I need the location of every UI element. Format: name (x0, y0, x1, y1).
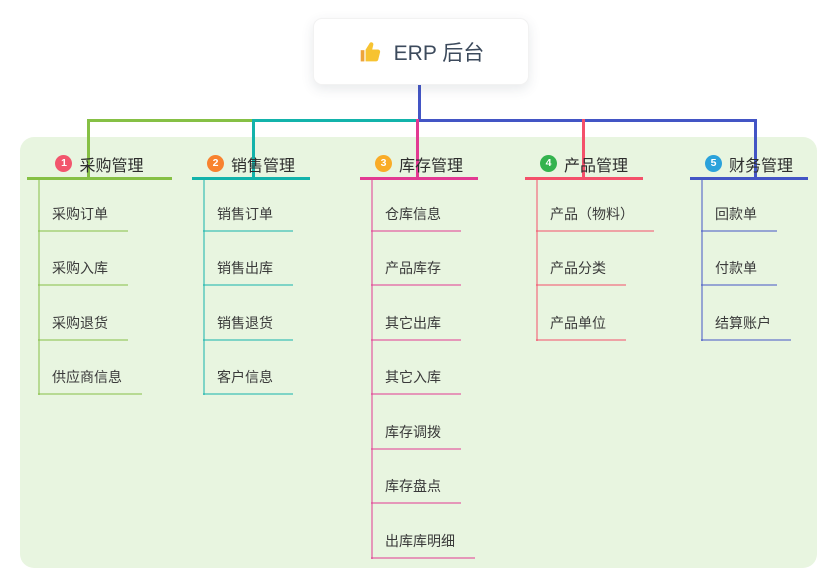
branch-header-1[interactable]: 1 采购管理 (27, 150, 172, 180)
branch-children: 采购订单采购入库采购退货供应商信息 (38, 177, 142, 395)
branch-trunk-line (38, 179, 40, 395)
child-node[interactable]: 销售订单 (203, 177, 293, 232)
child-node[interactable]: 产品（物料） (536, 177, 654, 232)
thumbs-up-icon (360, 41, 380, 61)
child-node[interactable]: 回款单 (701, 177, 777, 232)
child-node[interactable]: 产品分类 (536, 232, 626, 286)
child-node[interactable]: 仓库信息 (371, 177, 461, 232)
branch-label: 财务管理 (728, 157, 793, 175)
child-label: 产品分类 (550, 260, 606, 276)
child-node[interactable]: 其它出库 (371, 286, 461, 341)
child-label: 库存调拨 (385, 423, 441, 440)
child-node[interactable]: 其它入库 (371, 341, 461, 395)
child-node[interactable]: 产品库存 (371, 232, 461, 286)
child-label: 库存盘点 (385, 478, 441, 494)
branch-trunk-line (203, 179, 205, 395)
branch-children: 产品（物料） 产品分类产品单位 (536, 177, 654, 341)
branch-number-badge: 1 (55, 155, 73, 172)
branch-trunk-line (536, 179, 538, 341)
root-drop-line (417, 83, 421, 122)
branch-label: 销售管理 (230, 157, 295, 175)
child-label: 采购入库 (52, 260, 108, 276)
rail-segment-right (416, 119, 757, 122)
rail-segment-left (87, 119, 254, 122)
child-node[interactable]: 客户信息 (203, 341, 293, 395)
branch-header-4[interactable]: 4 产品管理 (525, 150, 643, 180)
branch-trunk-line (371, 179, 373, 559)
child-node[interactable]: 库存调拨 (371, 395, 461, 450)
child-node[interactable]: 产品单位 (536, 286, 626, 341)
branch-number-badge: 5 (704, 155, 722, 172)
child-label: 回款单 (715, 205, 757, 222)
child-label: 结算账户 (715, 314, 771, 331)
child-node[interactable]: 结算账户 (701, 286, 791, 341)
child-label: 仓库信息 (385, 205, 441, 222)
branch-drop-line (753, 119, 757, 180)
branch-label: 采购管理 (79, 157, 144, 175)
branch-children: 仓库信息产品库存其它出库其它入库库存调拨库存盘点出库库明细 (371, 177, 475, 559)
branch-drop-line (87, 119, 90, 180)
branch-drop-line (252, 119, 255, 180)
child-node[interactable]: 销售出库 (203, 232, 293, 286)
child-label: 销售退货 (217, 314, 273, 331)
child-label: 采购退货 (52, 314, 108, 331)
branch-number-badge: 4 (539, 155, 557, 172)
branch-label: 库存管理 (398, 157, 463, 175)
child-node[interactable]: 供应商信息 (38, 341, 142, 395)
child-label: 供应商信息 (52, 369, 122, 385)
child-label: 产品库存 (385, 260, 441, 276)
branch-header-3[interactable]: 3 库存管理 (360, 150, 478, 180)
child-label: 销售订单 (217, 205, 273, 222)
child-label: 产品单位 (550, 314, 606, 331)
child-node[interactable]: 采购入库 (38, 232, 128, 286)
branch-label: 产品管理 (563, 157, 628, 175)
child-label: 产品（物料） (550, 205, 634, 222)
rail-segment-middle (252, 119, 418, 122)
branch-drop-line (581, 119, 585, 180)
branch-header-2[interactable]: 2 销售管理 (192, 150, 310, 180)
child-label: 销售出库 (217, 260, 273, 276)
child-node[interactable]: 采购订单 (38, 177, 128, 232)
mindmap-panel (20, 137, 817, 568)
child-label: 付款单 (715, 260, 757, 276)
root-label: ERP 后台 (393, 41, 485, 65)
branch-number-badge: 2 (206, 155, 224, 172)
child-node[interactable]: 出库库明细 (371, 504, 475, 559)
branch-drop-line (416, 119, 419, 180)
child-node[interactable]: 采购退货 (38, 286, 128, 341)
branch-trunk-line (701, 179, 703, 341)
child-node[interactable]: 付款单 (701, 232, 777, 286)
child-label: 采购订单 (52, 205, 108, 222)
root-node[interactable]: ERP 后台 (313, 18, 529, 85)
branch-number-badge: 3 (374, 155, 392, 172)
child-node[interactable]: 销售退货 (203, 286, 293, 341)
branch-header-5[interactable]: 5 财务管理 (690, 150, 808, 180)
branch-children: 销售订单销售出库销售退货客户信息 (203, 177, 293, 395)
child-label: 出库库明细 (385, 532, 455, 549)
branch-children: 回款单付款单结算账户 (701, 177, 791, 341)
child-label: 其它入库 (385, 369, 441, 385)
child-label: 其它出库 (385, 314, 441, 331)
child-node[interactable]: 库存盘点 (371, 450, 461, 504)
child-label: 客户信息 (217, 369, 273, 385)
